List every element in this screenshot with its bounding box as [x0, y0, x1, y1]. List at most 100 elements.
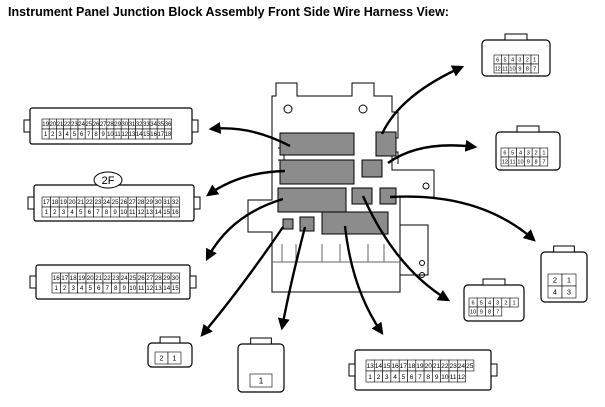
pin-number: 2 — [53, 209, 57, 216]
pin-number: 11 — [115, 132, 122, 138]
socket-6 — [351, 187, 373, 205]
pin-number: 2 — [504, 300, 507, 306]
pin-number: 7 — [106, 285, 110, 292]
diagram-title: Instrument Panel Junction Block Assembly… — [8, 5, 449, 19]
pin-number: 6 — [472, 300, 475, 306]
pin-number: 28 — [155, 275, 162, 282]
pin-number: 12 — [146, 285, 153, 292]
pin-number: 8 — [105, 209, 109, 216]
pin-number: 15 — [172, 285, 179, 292]
pin-number: 25 — [112, 199, 119, 206]
socket-4 — [361, 159, 383, 178]
pin-number: 21 — [95, 275, 102, 282]
pin-number: 4 — [511, 57, 514, 63]
pin-number: 3 — [567, 288, 571, 297]
pin-number: 28 — [137, 199, 144, 206]
pin-number: 1 — [533, 57, 536, 63]
pin-number: 20 — [69, 199, 76, 206]
pin-cell — [509, 297, 519, 308]
pin-number: 11 — [450, 374, 457, 381]
pin-number: 27 — [146, 275, 153, 282]
pin-number: 21 — [433, 363, 441, 370]
pin-number: 13 — [146, 209, 153, 216]
pin-number: 12 — [121, 132, 128, 138]
pin-number: 26 — [138, 275, 145, 282]
pin-number: 23 — [94, 199, 101, 206]
pin-number: 25 — [85, 122, 92, 128]
arrow-to-connector-j — [389, 195, 536, 242]
arrows — [200, 65, 536, 337]
connector-latch — [189, 275, 197, 289]
pin-number: 24 — [103, 199, 110, 206]
socket-3 — [279, 159, 355, 185]
pin-number: 7 — [96, 209, 100, 216]
pin-number: 14 — [375, 363, 383, 370]
pin-number: 17 — [400, 363, 408, 370]
arrow-to-connector-d — [200, 226, 284, 337]
pin-number: 26 — [93, 122, 100, 128]
pin-number: 34 — [150, 122, 157, 128]
pin-number: 14 — [155, 209, 162, 216]
socket-1 — [279, 132, 355, 156]
pin-number: 23 — [449, 363, 457, 370]
pin-number: 3 — [72, 285, 76, 292]
pin-number: 1 — [368, 374, 372, 381]
pin-number: 6 — [496, 57, 499, 63]
pin-number: 14 — [163, 285, 170, 292]
connector-tab — [516, 125, 540, 133]
pin-number: 27 — [129, 199, 136, 206]
pin-number: 12 — [458, 374, 466, 381]
pin-number: 12 — [495, 66, 501, 72]
pin-number: 23 — [112, 275, 119, 282]
pin-number: 7 — [533, 66, 536, 72]
pin-number: 29 — [163, 275, 170, 282]
pin-number: 10 — [107, 132, 114, 138]
pin-number: 30 — [121, 122, 128, 128]
connector-id-badge — [93, 171, 123, 189]
pin-number: 3 — [527, 150, 530, 156]
connector-tab — [504, 33, 528, 41]
pin-number: 4 — [80, 285, 84, 292]
pin-number: 11 — [129, 209, 136, 216]
pin-number: 24 — [458, 363, 466, 370]
pin-number: 10 — [509, 66, 515, 72]
connector-tab — [482, 278, 506, 286]
pin-number: 4 — [66, 132, 70, 138]
pin-number: 36 — [165, 122, 172, 128]
connector-latch — [193, 196, 201, 210]
pin-cell — [249, 373, 273, 388]
pin-number: 1 — [542, 150, 545, 156]
pin-number: 17 — [43, 199, 50, 206]
pin-number: 7 — [496, 309, 499, 315]
connector-latch — [29, 275, 37, 289]
pin-number: 6 — [88, 209, 92, 216]
pin-number: 15 — [163, 209, 170, 216]
pin-number: 15 — [383, 363, 391, 370]
pin-number: 16 — [53, 275, 60, 282]
pin-number: 3 — [518, 57, 521, 63]
connector-tab — [553, 245, 575, 253]
pin-number: 3 — [385, 374, 389, 381]
pin-number: 32 — [172, 199, 179, 206]
pin-number: 10 — [470, 309, 476, 315]
socket-5 — [277, 187, 347, 213]
pin-number: 18 — [51, 199, 58, 206]
pin-number: 26 — [120, 199, 127, 206]
pin-number: 24 — [78, 122, 85, 128]
pin-number: 16 — [172, 209, 179, 216]
pin-number: 19 — [416, 363, 424, 370]
pin-cell — [493, 306, 503, 317]
pin-number: 8 — [426, 374, 430, 381]
pin-number: 32 — [136, 122, 143, 128]
pin-number: 13 — [366, 363, 374, 370]
connector-latch — [23, 119, 31, 133]
pin-number: 5 — [402, 374, 406, 381]
pin-number: 3 — [58, 132, 62, 138]
pin-number: 5 — [89, 285, 93, 292]
pin-number: 5 — [504, 57, 507, 63]
